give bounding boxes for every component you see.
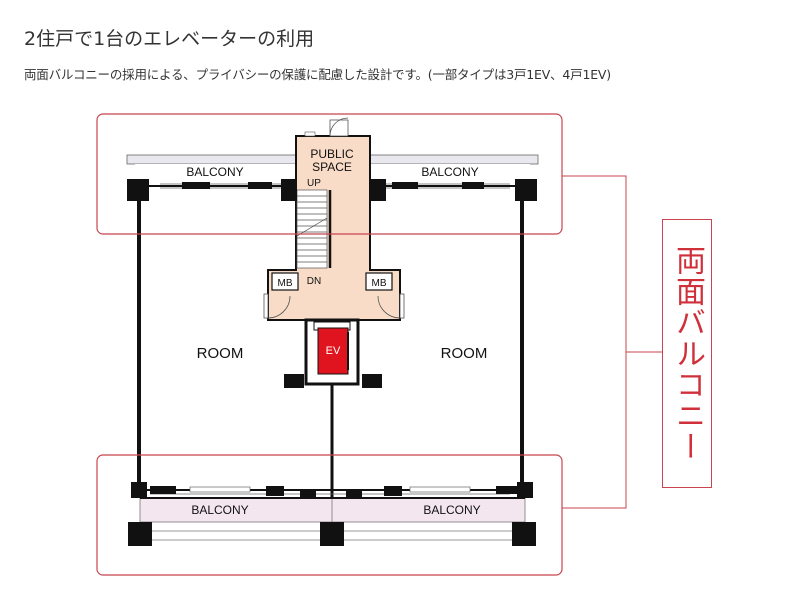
- balcony-label: BALCONY: [423, 503, 480, 517]
- balcony-label: BALCONY: [186, 165, 243, 179]
- windows-bottom: [150, 486, 510, 495]
- callout-connector: [562, 175, 662, 509]
- highlight-bottom-balcony: [96, 454, 563, 576]
- columns: [127, 179, 537, 546]
- stairs-up-label: UP: [307, 178, 321, 189]
- balcony-label: BALCONY: [421, 165, 478, 179]
- public-space-label: PUBLIC: [310, 147, 354, 161]
- meter-box-left: [271, 272, 299, 291]
- callout-label: 両面バルコニー: [670, 245, 705, 462]
- room-doors: [263, 293, 405, 319]
- meter-box-right: [365, 272, 393, 291]
- balcony-bottom: [139, 497, 526, 541]
- staircase: [296, 189, 332, 269]
- ev-label: EV: [326, 345, 341, 357]
- wall-segments-top: [182, 182, 484, 189]
- public-space-label: SPACE: [312, 160, 352, 174]
- page-title: 2住戸で1台のエレベーターの利用: [24, 28, 315, 50]
- room-label: ROOM: [197, 345, 244, 362]
- highlight-top-balcony: [96, 113, 563, 235]
- stairs-down-label: DN: [307, 276, 321, 287]
- balcony-top: [126, 154, 539, 186]
- page-subtitle: 両面バルコニーの採用による、プライバシーの保護に配慮した設計です。(一部タイプは…: [24, 67, 611, 82]
- mb-label: MB: [278, 278, 293, 289]
- room-label: ROOM: [441, 345, 488, 362]
- wall-segments-bottom: [150, 486, 518, 498]
- callout-box: 両面バルコニー: [662, 219, 712, 488]
- elevator-car: [317, 327, 349, 375]
- balcony-label: BALCONY: [191, 503, 248, 517]
- mb-label: MB: [372, 278, 387, 289]
